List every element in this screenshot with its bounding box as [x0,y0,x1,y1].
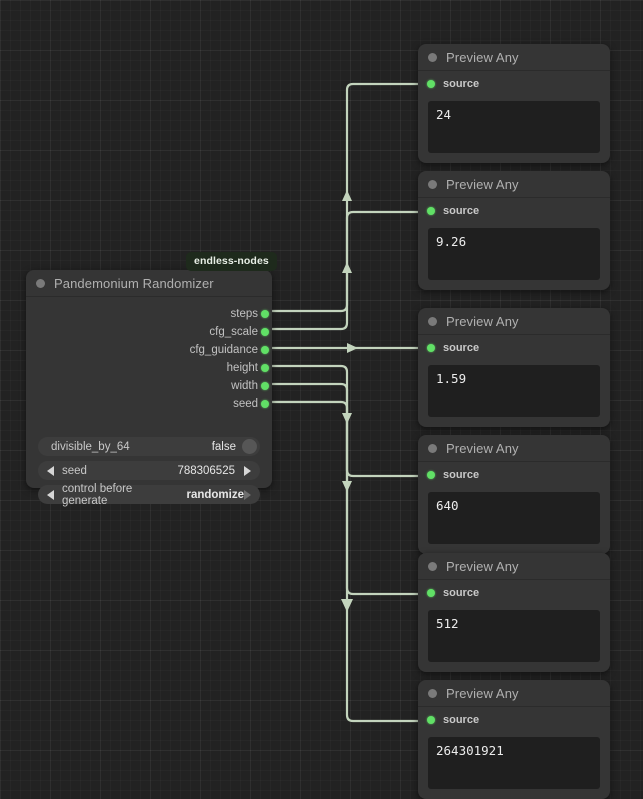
preview-value-text: 24 [428,101,600,153]
output-slot-label: cfg_guidance [189,344,258,356]
node-title: Pandemonium Randomizer [54,275,214,291]
node-body: source 24 [418,71,610,153]
input-slot-label: source [443,714,480,726]
node-header[interactable]: Pandemonium Randomizer [26,270,272,297]
widget-value: randomize [186,488,244,501]
output-slot-width[interactable]: width [26,377,272,395]
node-body: source 640 [418,462,610,544]
widget-label: divisible_by_64 [51,440,130,453]
collapse-dot-icon[interactable] [428,52,437,62]
preview-value-text: 640 [428,492,600,544]
input-slot-source[interactable]: source [418,462,610,488]
output-slot-dot-icon[interactable] [261,310,269,318]
collapse-dot-icon[interactable] [428,688,437,698]
increment-arrow-icon[interactable] [244,489,251,500]
output-slot-seed[interactable]: seed [26,395,272,413]
node-title: Preview Any [446,440,519,456]
node-preview-any-6[interactable]: Preview Any source 264301921 [418,680,610,799]
node-body: source 264301921 [418,707,610,789]
preview-value-text: 9.26 [428,228,600,280]
output-slot-dot-icon[interactable] [261,364,269,372]
collapse-dot-icon[interactable] [428,561,437,571]
output-slot-cfg-guidance[interactable]: cfg_guidance [26,341,272,359]
output-slot-height[interactable]: height [26,359,272,377]
preview-value-text: 512 [428,610,600,662]
preview-value-text: 264301921 [428,737,600,789]
output-slot-cfg-scale[interactable]: cfg_scale [26,323,272,341]
input-slot-label: source [443,587,480,599]
input-slot-source[interactable]: source [418,335,610,361]
decrement-arrow-icon[interactable] [47,465,54,476]
node-preview-any-5[interactable]: Preview Any source 512 [418,553,610,672]
widget-value: 788306525 [177,464,235,477]
output-slot-label: height [226,362,258,374]
node-preview-any-3[interactable]: Preview Any source 1.59 [418,308,610,427]
collapse-dot-icon[interactable] [428,179,437,189]
node-body: steps cfg_scale cfg_guidance height widt… [26,297,272,507]
input-slot-label: source [443,469,480,481]
node-title: Preview Any [446,49,519,65]
widget-seed[interactable]: seed 788306525 [38,461,260,480]
node-body: source 1.59 [418,335,610,417]
widget-list: divisible_by_64 false seed 788306525 con… [26,437,272,509]
node-title: Preview Any [446,313,519,329]
node-preview-any-1[interactable]: Preview Any source 24 [418,44,610,163]
preview-value-text: 1.59 [428,365,600,417]
input-slot-dot-icon[interactable] [427,344,435,352]
increment-arrow-icon[interactable] [244,465,251,476]
widget-divisible-by-64[interactable]: divisible_by_64 false [38,437,260,456]
output-slot-dot-icon[interactable] [261,346,269,354]
input-slot-label: source [443,78,480,90]
input-slot-dot-icon[interactable] [427,716,435,724]
widget-value: false [211,440,236,453]
input-slot-label: source [443,205,480,217]
input-slot-label: source [443,342,480,354]
node-pandemonium-randomizer[interactable]: endless-nodes Pandemonium Randomizer ste… [26,252,277,507]
node-header[interactable]: Preview Any [418,553,610,580]
widget-label: control before generate [62,482,133,507]
output-slot-steps[interactable]: steps [26,305,272,323]
input-slot-source[interactable]: source [418,580,610,606]
input-slot-dot-icon[interactable] [427,471,435,479]
node-title: Preview Any [446,685,519,701]
node-header[interactable]: Preview Any [418,44,610,71]
decrement-arrow-icon[interactable] [47,489,54,500]
toggle-knob-icon[interactable] [242,439,257,454]
node-header[interactable]: Preview Any [418,171,610,198]
input-slot-dot-icon[interactable] [427,589,435,597]
collapse-dot-icon[interactable] [428,443,437,453]
node-header[interactable]: Preview Any [418,680,610,707]
collapse-dot-icon[interactable] [428,316,437,326]
output-slot-label: cfg_scale [209,326,258,338]
node-preview-any-2[interactable]: Preview Any source 9.26 [418,171,610,290]
node-title: Preview Any [446,558,519,574]
node-preview-any-4[interactable]: Preview Any source 640 [418,435,610,554]
output-slot-label: seed [233,398,258,410]
node-body: source 512 [418,580,610,662]
node-header[interactable]: Preview Any [418,435,610,462]
input-slot-source[interactable]: source [418,198,610,224]
output-slot-dot-icon[interactable] [261,400,269,408]
input-slot-dot-icon[interactable] [427,207,435,215]
output-slot-dot-icon[interactable] [261,382,269,390]
widget-control-before-generate[interactable]: control before generate randomize [38,482,260,507]
output-slot-label: width [231,380,258,392]
collapse-dot-icon[interactable] [36,278,45,288]
node-title: Preview Any [446,176,519,192]
node-body: source 9.26 [418,198,610,280]
input-slot-dot-icon[interactable] [427,80,435,88]
input-slot-source[interactable]: source [418,71,610,97]
widget-label: seed [62,464,87,477]
input-slot-source[interactable]: source [418,707,610,733]
output-slot-dot-icon[interactable] [261,328,269,336]
node-header[interactable]: Preview Any [418,308,610,335]
output-slot-label: steps [230,308,259,320]
node-badge-endless-nodes: endless-nodes [186,252,277,271]
